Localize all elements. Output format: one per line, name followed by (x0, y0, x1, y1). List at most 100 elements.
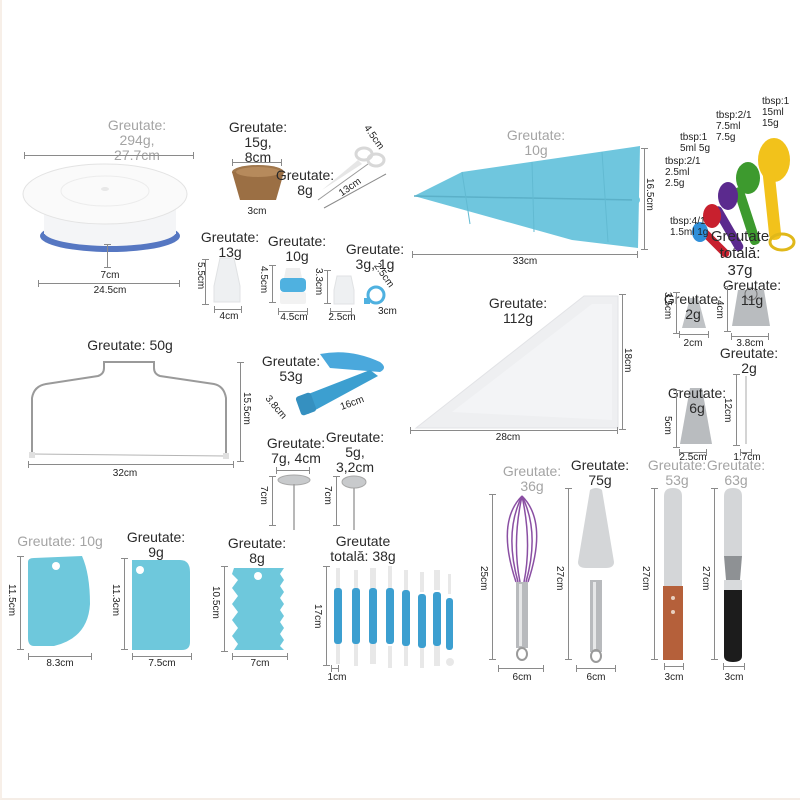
cake-server-icon (578, 488, 614, 663)
turntable-height-line (104, 244, 111, 268)
cake-server-width-line (576, 665, 616, 672)
whisk-width: 6cm (512, 672, 532, 683)
scraper-square-width-line (132, 653, 192, 660)
silicone-bag-width-line (641, 148, 648, 250)
spoon-label-7-5ml: tbsp:2/1 7.5ml 7.5g (716, 110, 752, 143)
flower-nail-large-height: 7cm (258, 486, 269, 505)
scraper-round-width: 8.3cm (46, 658, 74, 669)
turntable-height: 7cm (100, 270, 120, 281)
cake-server-height: 27cm (554, 566, 565, 591)
whisk-width-line (498, 665, 544, 672)
flower-scissors-weight-label: Greutate: 8g (275, 167, 335, 198)
cake-leveler-width: 32cm (112, 468, 138, 479)
cupcake-liner-width-line (232, 159, 282, 166)
nozzle-small-icon (682, 298, 706, 328)
coupler-large-width: 4cm (219, 311, 239, 322)
silicone-bag-weight-label: Greutate: 10g (506, 127, 566, 158)
coupler-large-weight-label: Greutate: 13g (200, 229, 260, 260)
modelling-tools-width: 1cm (327, 672, 347, 683)
scraper-round-icon (28, 556, 90, 646)
spatula-straight-height-line (651, 488, 658, 660)
disposable-bags-height-line (619, 294, 626, 430)
modelling-tools-height-line (323, 566, 330, 666)
coupler-large-icon (213, 257, 241, 303)
cake-leveler-weight-label: Greutate: 50g (87, 337, 173, 353)
coupler-tri-height-line (269, 265, 276, 303)
coupler-large-height: 5.5cm (195, 262, 206, 290)
scraper-round-width-line (28, 653, 92, 660)
cake-leveler-icon (29, 361, 229, 459)
coupler-small-height-line (324, 270, 331, 304)
spoon-label-1-5ml: tbsp:4/1 1.5ml 1g (670, 216, 709, 238)
silicone-piping-bag-icon (413, 146, 640, 248)
flower-nail-small-height-line (333, 476, 340, 526)
nozzle-small-width-line (679, 331, 709, 338)
turntable-width-line (38, 280, 180, 287)
scraper-square-weight-label: Greutate: 9g (126, 529, 186, 560)
scraper-toothed-weight-label: Greutate: 8g (227, 535, 287, 566)
silicone-bag-length: 33cm (512, 256, 538, 267)
coupler-tri-weight-label: Greutate: 10g (267, 233, 327, 264)
flower-nail-large-icon (277, 474, 311, 530)
flower-nail-large-height-line (269, 476, 276, 526)
disposable-bags-icon (414, 295, 619, 429)
cake-leveler-width-line (28, 461, 234, 468)
cake-leveler-height-line (237, 362, 244, 462)
modelling-tools-height: 17cm (312, 604, 323, 629)
spatula-straight-icon (663, 488, 683, 660)
whisk-icon (506, 495, 538, 661)
modelling-tools-icon (334, 566, 454, 668)
coupler-tri-height: 4.5cm (258, 266, 269, 294)
spoon-label-2-5ml: tbsp:2/1 2.5ml 2.5g (665, 156, 701, 189)
spoon-label-15ml: tbsp:1 15ml 15g (762, 96, 790, 129)
cleaning-pin-icon (745, 376, 747, 444)
turntable-diameter-line (24, 152, 194, 159)
bag-clip-weight-label: Greutate: 53g (261, 353, 321, 384)
bag-tie-weight-label: Greutate: 3g, 1g (345, 241, 405, 272)
bag-tie-icon (364, 285, 386, 305)
disposable-bags-width: 28cm (495, 432, 521, 443)
scraper-toothed-height-line (221, 566, 228, 652)
flower-nail-small-weight-label: Greutate: 5g, 3,2cm (325, 429, 385, 475)
flower-scissors-icon (317, 146, 387, 209)
scraper-round-weight-label: Greutate: 10g (17, 533, 103, 549)
modelling-tools-width-line (331, 665, 339, 672)
bag-clip-icon (295, 352, 384, 416)
cake-server-height-line (565, 488, 572, 660)
scraper-square-width: 7.5cm (148, 658, 176, 669)
coupler-large-height-line (202, 259, 209, 305)
spatula-straight-height: 27cm (640, 566, 651, 591)
nozzle-small-width: 2cm (683, 338, 703, 349)
coupler-large-width-line (214, 306, 242, 313)
nozzle-star-weight-label: Greutate: 6g (667, 385, 727, 416)
modelling-tools-weight-label: Greutate totală: 38g (330, 533, 396, 564)
scraper-square-icon (132, 560, 190, 650)
spatula-offset-width: 3cm (724, 672, 744, 683)
nozzle-small-weight-label: Greutate: 2g (663, 291, 723, 322)
scraper-toothed-icon (232, 568, 284, 650)
nozzle-russian-icon (732, 287, 770, 326)
nozzle-star-icon (680, 388, 712, 444)
disposable-bags-weight-label: Greutate: 112g (488, 295, 548, 326)
cleaning-pin-width: 1.7cm (733, 452, 761, 463)
coupler-small-width: 2.5cm (328, 312, 356, 323)
nozzle-russian-height-line (724, 286, 731, 332)
disposable-bags-height: 18cm (622, 348, 633, 373)
coupler-tri-width: 4.5cm (280, 312, 308, 323)
disposable-bags-width-line (410, 427, 618, 434)
cake-leveler-height: 15.5cm (241, 392, 252, 425)
cleaning-pin-width-line (740, 449, 752, 456)
turntable-icon (22, 163, 188, 252)
cleaning-pin-height: 12cm (722, 398, 733, 423)
spoon-label-5ml: tbsp:1 5ml 5g (680, 132, 711, 154)
nozzle-russian-weight-label: Greutate: 11g (722, 277, 782, 308)
flower-nail-small-icon (341, 475, 367, 530)
measuring-spoons-icon (692, 138, 796, 258)
nozzle-star-width: 2.5cm (679, 452, 707, 463)
spatula-offset-icon (724, 488, 742, 662)
coupler-tri-icon (280, 268, 306, 304)
coupler-tri-width-line (278, 308, 308, 315)
nozzle-russian-width-line (731, 333, 769, 340)
turntable-weight-label: Greutate: 294g, 27.7cm (107, 117, 167, 163)
